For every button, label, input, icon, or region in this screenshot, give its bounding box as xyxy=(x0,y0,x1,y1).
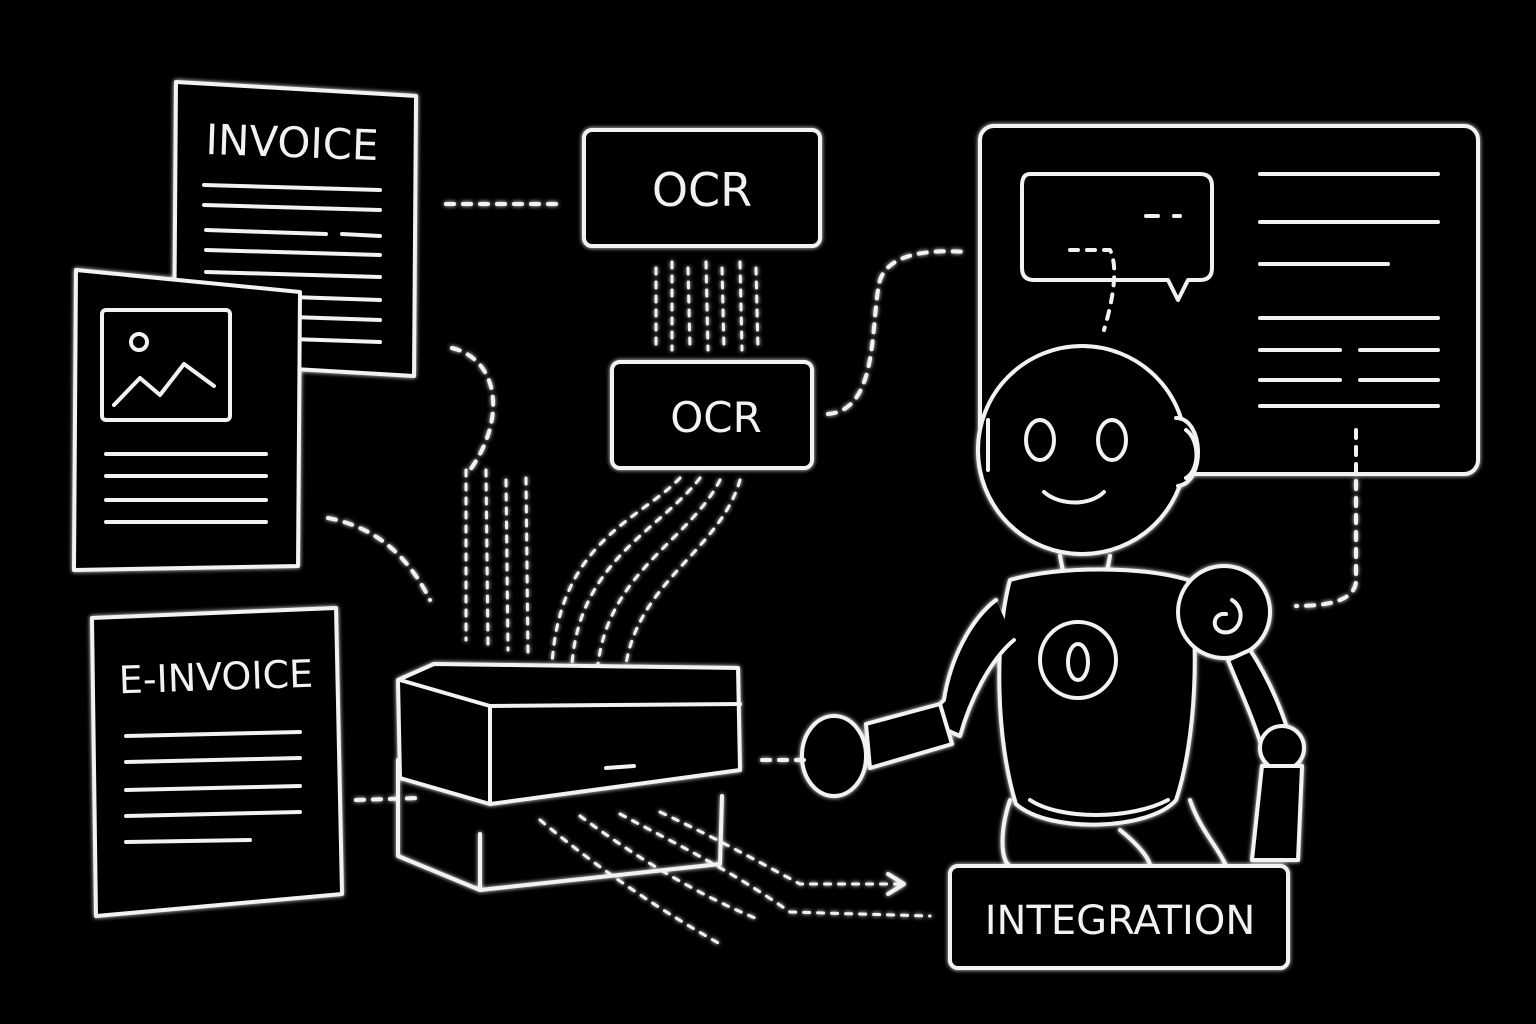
einvoice-text-lines xyxy=(124,730,302,844)
ocr-to-box-streams xyxy=(550,476,742,666)
mountain-icon xyxy=(112,362,216,407)
robot-smile xyxy=(1042,490,1106,505)
speech-bubble xyxy=(1020,172,1214,302)
screen-text-lines xyxy=(1258,172,1440,408)
document-to-box-streams xyxy=(464,468,530,658)
einvoice-document: E-INVOICE xyxy=(90,606,344,918)
box-slot xyxy=(604,764,636,770)
ocr-box-middle: OCR xyxy=(610,360,814,470)
robot xyxy=(760,344,1306,868)
ocr-box-top: OCR xyxy=(582,128,822,248)
image-document-text-lines xyxy=(104,452,268,524)
robot-head xyxy=(976,344,1188,556)
robot-chest-ring xyxy=(1038,620,1118,700)
ocr-label-middle: OCR xyxy=(670,393,762,442)
ocr-label-top: OCR xyxy=(652,163,752,217)
sun-icon xyxy=(129,332,149,352)
integration-label: INTEGRATION xyxy=(985,898,1256,944)
robot-hand xyxy=(800,714,868,798)
einvoice-label: E-INVOICE xyxy=(118,652,314,703)
ocr-to-screen-connector xyxy=(826,249,968,416)
robot-right-eye xyxy=(1096,418,1128,462)
screen-to-robot-connector xyxy=(1294,428,1358,608)
bubble-to-robot-connector xyxy=(1068,248,1117,332)
arrow-head xyxy=(886,872,906,896)
processing-box xyxy=(396,662,742,892)
image-thumbnail xyxy=(100,308,232,422)
integration-box: INTEGRATION xyxy=(948,864,1290,970)
robot-left-eye xyxy=(1024,418,1056,462)
image-document xyxy=(72,268,302,572)
box-output-streams xyxy=(538,810,932,946)
document-connectors xyxy=(326,202,562,802)
ocr-data-stream xyxy=(654,260,760,352)
robot-torso xyxy=(997,567,1197,827)
invoice-label: INVOICE xyxy=(205,115,380,170)
